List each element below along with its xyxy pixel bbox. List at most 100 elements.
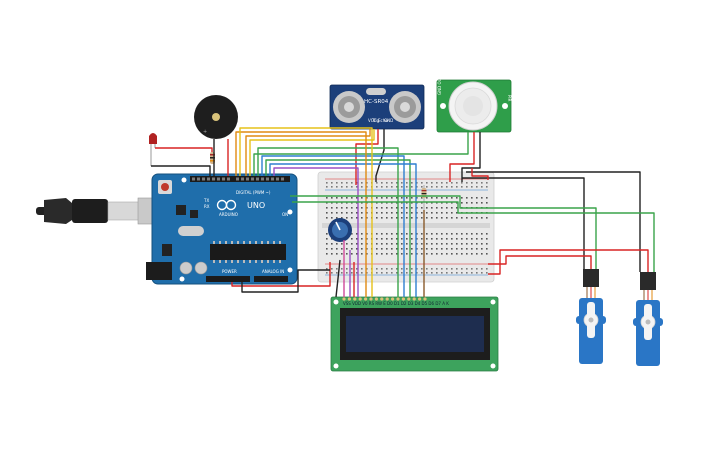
breadboard-hole[interactable] [446, 186, 448, 188]
breadboard-hole[interactable] [326, 197, 328, 199]
breadboard-hole[interactable] [421, 186, 423, 188]
wire-lcd-rs[interactable] [273, 167, 359, 297]
breadboard-hole[interactable] [441, 217, 443, 219]
breadboard-hole[interactable] [326, 233, 328, 235]
breadboard-hole[interactable] [381, 268, 383, 270]
breadboard-hole[interactable] [366, 233, 368, 235]
breadboard-hole[interactable] [361, 238, 363, 240]
breadboard-hole[interactable] [386, 182, 388, 184]
breadboard-hole[interactable] [466, 243, 468, 245]
breadboard-hole[interactable] [406, 243, 408, 245]
breadboard-hole[interactable] [411, 212, 413, 214]
breadboard-hole[interactable] [361, 197, 363, 199]
breadboard-hole[interactable] [401, 243, 403, 245]
breadboard-hole[interactable] [431, 202, 433, 204]
lcd-display[interactable]: VSS VDD V0 RS RW E D0 D1 D2 D3 D4 D5 D6 … [330, 296, 499, 372]
breadboard-hole[interactable] [431, 253, 433, 255]
wire-servo1-signal[interactable] [290, 195, 597, 269]
breadboard-hole[interactable] [381, 272, 383, 274]
wire-servo2-signal[interactable] [292, 201, 655, 272]
breadboard-hole[interactable] [426, 243, 428, 245]
breadboard-hole[interactable] [441, 233, 443, 235]
breadboard-hole[interactable] [336, 248, 338, 250]
breadboard-hole[interactable] [471, 202, 473, 204]
breadboard-hole[interactable] [351, 238, 353, 240]
breadboard-hole[interactable] [351, 182, 353, 184]
breadboard-hole[interactable] [356, 182, 358, 184]
breadboard-hole[interactable] [426, 268, 428, 270]
breadboard-hole[interactable] [326, 272, 328, 274]
breadboard-hole[interactable] [326, 182, 328, 184]
breadboard-hole[interactable] [406, 272, 408, 274]
breadboard-hole[interactable] [461, 238, 463, 240]
breadboard-hole[interactable] [386, 268, 388, 270]
breadboard-hole[interactable] [341, 272, 343, 274]
breadboard-hole[interactable] [471, 243, 473, 245]
breadboard-hole[interactable] [336, 243, 338, 245]
breadboard-hole[interactable] [466, 202, 468, 204]
breadboard-hole[interactable] [366, 182, 368, 184]
breadboard-hole[interactable] [451, 272, 453, 274]
breadboard-hole[interactable] [351, 197, 353, 199]
servo-motor-left[interactable] [576, 269, 606, 364]
breadboard-hole[interactable] [346, 253, 348, 255]
breadboard-hole[interactable] [481, 253, 483, 255]
breadboard-hole[interactable] [481, 233, 483, 235]
breadboard-hole[interactable] [431, 248, 433, 250]
breadboard-hole[interactable] [486, 197, 488, 199]
breadboard-hole[interactable] [381, 253, 383, 255]
breadboard-hole[interactable] [331, 248, 333, 250]
breadboard-hole[interactable] [416, 272, 418, 274]
potentiometer[interactable] [328, 218, 352, 242]
breadboard-hole[interactable] [396, 272, 398, 274]
breadboard-hole[interactable] [471, 238, 473, 240]
breadboard-hole[interactable] [356, 248, 358, 250]
breadboard-hole[interactable] [351, 233, 353, 235]
breadboard-hole[interactable] [401, 186, 403, 188]
breadboard-hole[interactable] [341, 243, 343, 245]
lcd-pin[interactable] [391, 297, 395, 301]
breadboard-hole[interactable] [411, 243, 413, 245]
breadboard-hole[interactable] [436, 212, 438, 214]
breadboard-hole[interactable] [381, 248, 383, 250]
breadboard-hole[interactable] [416, 268, 418, 270]
breadboard-hole[interactable] [461, 233, 463, 235]
breadboard-hole[interactable] [416, 197, 418, 199]
breadboard-hole[interactable] [411, 268, 413, 270]
breadboard-hole[interactable] [426, 207, 428, 209]
breadboard-hole[interactable] [431, 212, 433, 214]
pir-sensor[interactable]: GND OUT VCC PIR [436, 66, 512, 133]
breadboard-hole[interactable] [441, 272, 443, 274]
breadboard-hole[interactable] [346, 182, 348, 184]
breadboard-hole[interactable] [456, 243, 458, 245]
breadboard-hole[interactable] [446, 217, 448, 219]
breadboard-hole[interactable] [336, 202, 338, 204]
breadboard-hole[interactable] [436, 238, 438, 240]
breadboard-hole[interactable] [431, 217, 433, 219]
breadboard-hole[interactable] [426, 253, 428, 255]
breadboard-hole[interactable] [361, 248, 363, 250]
breadboard-hole[interactable] [351, 253, 353, 255]
breadboard-hole[interactable] [476, 217, 478, 219]
wire-us-gnd-black[interactable] [375, 129, 385, 182]
breadboard-hole[interactable] [406, 212, 408, 214]
breadboard-hole[interactable] [351, 186, 353, 188]
breadboard-hole[interactable] [391, 207, 393, 209]
breadboard-hole[interactable] [396, 243, 398, 245]
breadboard-hole[interactable] [466, 197, 468, 199]
breadboard-hole[interactable] [461, 268, 463, 270]
lcd-pin-header[interactable] [342, 297, 427, 301]
breadboard-hole[interactable] [441, 182, 443, 184]
breadboard-hole[interactable] [456, 207, 458, 209]
breadboard-hole[interactable] [381, 212, 383, 214]
breadboard-hole[interactable] [376, 268, 378, 270]
wire-rail-red[interactable] [471, 168, 489, 180]
breadboard-hole[interactable] [476, 186, 478, 188]
breadboard-hole[interactable] [431, 182, 433, 184]
breadboard-hole[interactable] [326, 268, 328, 270]
breadboard-hole[interactable] [421, 233, 423, 235]
breadboard-hole[interactable] [431, 268, 433, 270]
breadboard-hole[interactable] [456, 212, 458, 214]
piezo-buzzer[interactable]: + [194, 95, 238, 139]
breadboard-hole[interactable] [466, 253, 468, 255]
